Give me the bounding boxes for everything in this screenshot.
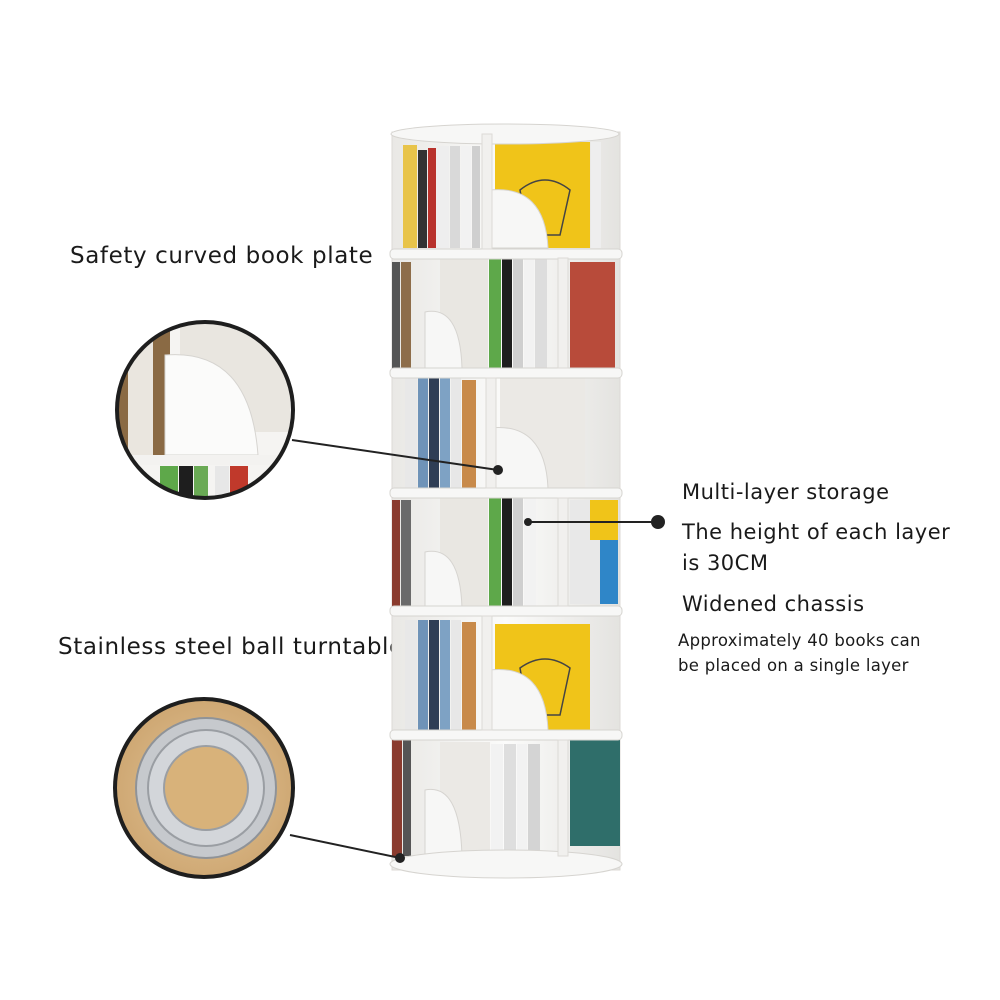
zoom-book-plate <box>115 320 295 500</box>
label-layer-height-2: is 30CM <box>682 551 769 575</box>
leader-lines <box>289 439 665 863</box>
layer-3-books <box>405 376 585 489</box>
label-chassis: Widened chassis <box>682 592 865 616</box>
label-book-plate: Safety curved book plate <box>70 243 374 269</box>
bookcase <box>389 123 623 879</box>
label-multi-layer: Multi-layer storage <box>682 480 890 504</box>
label-layer-height-1: The height of each layer <box>682 520 951 544</box>
label-turntable: Stainless steel ball turntable <box>58 634 404 660</box>
zoom-turntable <box>113 697 295 879</box>
label-capacity: Approximately 40 books can be placed on … <box>678 631 921 675</box>
layer-5-books <box>405 620 590 731</box>
layer-1-books <box>403 142 601 249</box>
layer-4-books <box>392 498 618 609</box>
layer-2-books <box>392 256 615 369</box>
layer-6-books <box>392 736 620 857</box>
